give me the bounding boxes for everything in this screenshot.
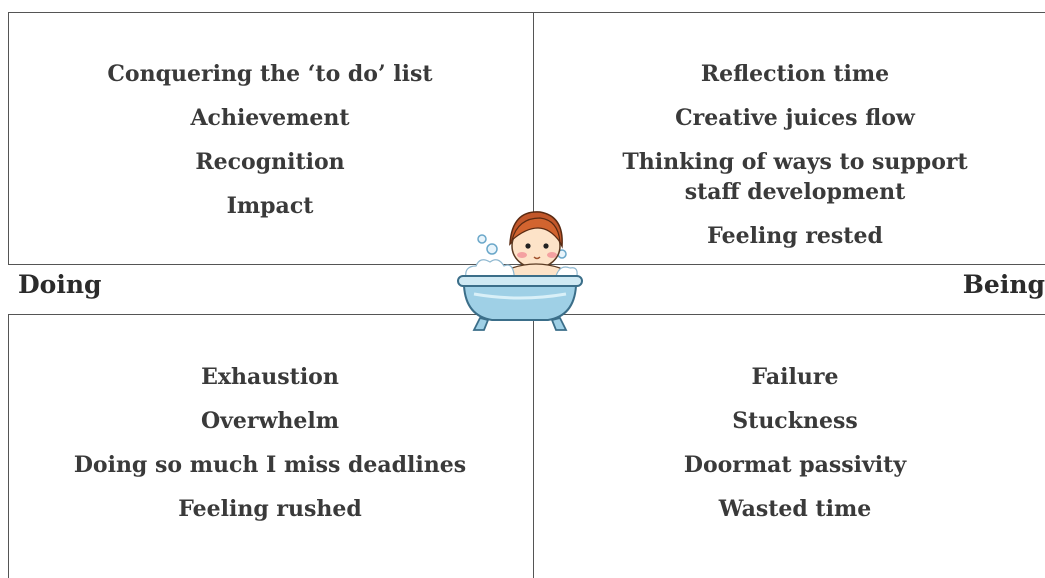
axis-label-being: Being bbox=[962, 270, 1045, 299]
quadrant-item: Failure bbox=[751, 364, 839, 390]
quadrant-item: Reflection time bbox=[700, 61, 890, 87]
quadrant-item: Overwhelm bbox=[200, 408, 340, 434]
quadrant-item: Doormat passivity bbox=[683, 452, 907, 478]
quadrant-item: Thinking of ways to support staff develo… bbox=[622, 149, 968, 205]
axis-label-doing: Doing bbox=[18, 270, 102, 299]
quadrant-item: Doing so much I miss deadlines bbox=[73, 452, 467, 478]
quadrant-item: Recognition bbox=[195, 149, 345, 175]
quadrant-top-left: Conquering the ‘to do’ list Achievement … bbox=[60, 59, 480, 235]
quadrant-item: Creative juices flow bbox=[675, 105, 915, 131]
quadrant-item: Impact bbox=[226, 193, 314, 219]
quadrant-item: Exhaustion bbox=[201, 364, 339, 390]
quadrant-item: Stuckness bbox=[732, 408, 858, 434]
quadrant-top-right: Reflection time Creative juices flow Thi… bbox=[580, 59, 1010, 265]
quadrant-item: Feeling rested bbox=[707, 223, 883, 249]
quadrant-bottom-right: Failure Stuckness Doormat passivity Wast… bbox=[580, 362, 1010, 538]
quadrant-bottom-left: Exhaustion Overwhelm Doing so much I mis… bbox=[60, 362, 480, 538]
quadrant-item: Feeling rushed bbox=[178, 496, 362, 522]
baby-in-bathtub-icon bbox=[457, 211, 583, 331]
quadrant-item: Achievement bbox=[190, 105, 350, 131]
quadrant-item: Conquering the ‘to do’ list bbox=[107, 61, 433, 87]
quadrant-item: Wasted time bbox=[718, 496, 872, 522]
